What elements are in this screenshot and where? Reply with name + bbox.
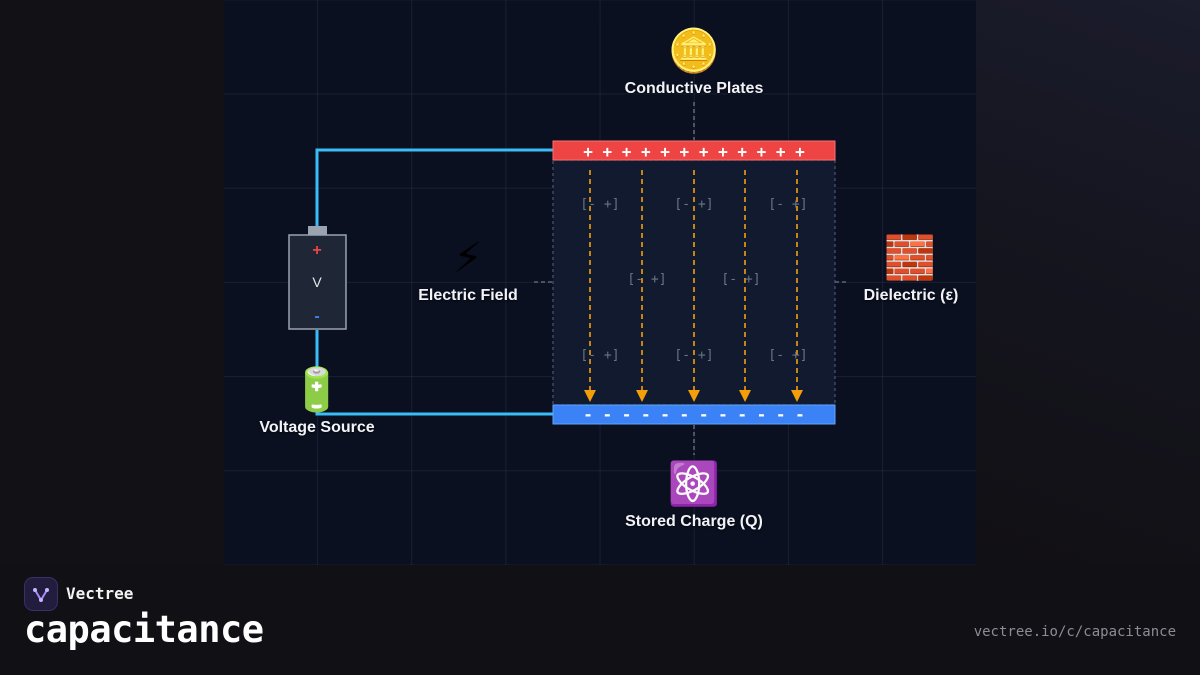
dielectric-label: Dielectric (ε) — [863, 287, 959, 304]
coin-icon: 🪙 — [667, 26, 721, 75]
page-url[interactable]: vectree.io/c/capacitance — [973, 624, 1176, 640]
left-margin — [0, 0, 224, 565]
brand-name: Vectree — [66, 584, 134, 603]
dipole: [- +] — [580, 197, 619, 212]
battery-voltage-symbol: V — [312, 274, 322, 290]
battery-body — [288, 234, 347, 330]
page-title: capacitance — [24, 608, 264, 651]
dipole: [- +] — [627, 272, 666, 287]
dipole: [- +] — [674, 197, 713, 212]
dipole: [- +] — [580, 348, 619, 363]
stored-charge-label: Stored Charge (Q) — [625, 513, 763, 530]
wire-top — [315, 148, 553, 228]
wire-bottom — [315, 330, 553, 416]
dipole: [- +] — [721, 272, 760, 287]
diagram-canvas — [224, 0, 976, 565]
conductive-plates-label: Conductive Plates — [624, 80, 764, 97]
right-margin — [976, 0, 1200, 565]
battery-plus: + — [312, 242, 321, 259]
dipole: [- +] — [768, 348, 807, 363]
bottom-plate — [552, 404, 836, 425]
electric-field-label: Electric Field — [418, 287, 518, 304]
brand-logo-icon — [24, 577, 58, 611]
atom-icon: ⚛️ — [667, 459, 721, 508]
battery-terminal — [308, 226, 327, 236]
dipole: [- +] — [674, 348, 713, 363]
battery-minus: - — [314, 308, 319, 325]
top-plate — [552, 140, 836, 161]
top-plate-charges: + + + + + + + + + + + + — [583, 142, 805, 161]
voltage-source-label: Voltage Source — [259, 419, 375, 436]
battery-icon: 🔋 — [290, 365, 344, 414]
lightning-icon: ⚡ — [453, 233, 483, 282]
bottom-plate-charges: - - - - - - - - - - - - — [583, 405, 805, 424]
dipole: [- +] — [768, 197, 807, 212]
brick-icon: 🧱 — [883, 233, 937, 282]
